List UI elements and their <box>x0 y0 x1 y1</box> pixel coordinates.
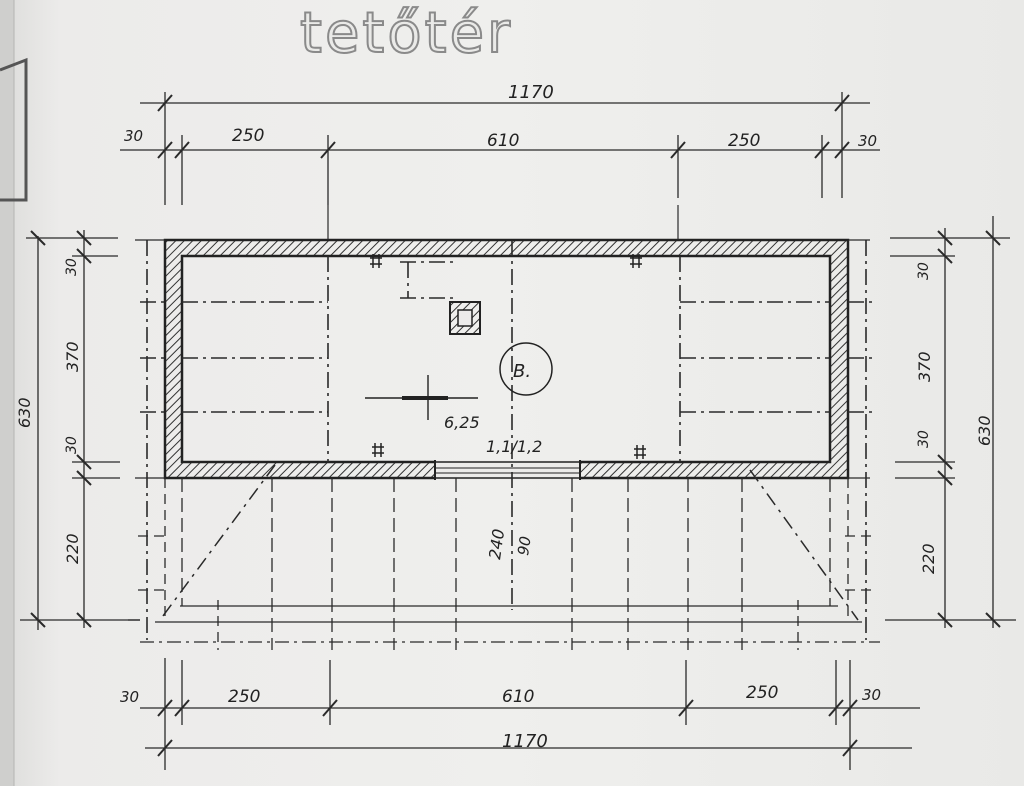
dim-left-wall-top: 30 <box>64 258 80 276</box>
dim-top-total: 1170 <box>508 82 554 103</box>
dim-top-left-room: 250 <box>232 126 264 146</box>
dim-top-middle: 610 <box>487 131 519 151</box>
section-marker <box>499 342 553 396</box>
dim-left-wall-bottom: 30 <box>64 436 80 454</box>
terrace <box>128 464 880 650</box>
terrace-depth: 240 <box>485 528 508 561</box>
dim-bottom-right-room: 250 <box>746 683 778 703</box>
dim-right-wall-top: 30 <box>916 262 932 280</box>
dim-right-total: 630 <box>975 415 994 446</box>
drawing-title: tetőtér <box>300 1 513 66</box>
top-dimensions <box>120 92 880 205</box>
dim-bottom-left-room: 250 <box>228 687 260 707</box>
bottom-dimensions <box>140 658 920 770</box>
dim-right-room: 370 <box>915 351 934 382</box>
post-markers <box>370 254 646 459</box>
dim-top-left-wall: 30 <box>124 127 143 145</box>
dim-top-right-room: 250 <box>728 131 760 151</box>
dim-right-terrace: 220 <box>919 543 938 574</box>
left-dimensions <box>20 230 140 630</box>
dim-top-right-wall: 30 <box>858 132 877 150</box>
dim-left-terrace: 220 <box>63 533 82 564</box>
dim-left-room: 370 <box>63 341 82 372</box>
dim-bottom-total: 1170 <box>502 731 548 752</box>
right-dimensions <box>885 216 1016 628</box>
opening-label: 1,1/1,2 <box>486 437 542 456</box>
dim-left-total: 630 <box>15 397 34 428</box>
interior-axes <box>140 240 875 640</box>
chimney <box>449 301 481 335</box>
level-value: 6,25 <box>444 413 480 432</box>
dim-bottom-right-wall: 30 <box>862 686 881 704</box>
section-marker-label: B. <box>513 361 531 382</box>
dim-right-wall-bottom: 30 <box>916 430 932 448</box>
dim-bottom-left-wall: 30 <box>120 688 139 706</box>
dim-bottom-middle: 610 <box>502 687 534 707</box>
terrace-inner: 90 <box>514 535 534 556</box>
page-edge <box>0 0 28 786</box>
level-marker <box>365 375 478 420</box>
